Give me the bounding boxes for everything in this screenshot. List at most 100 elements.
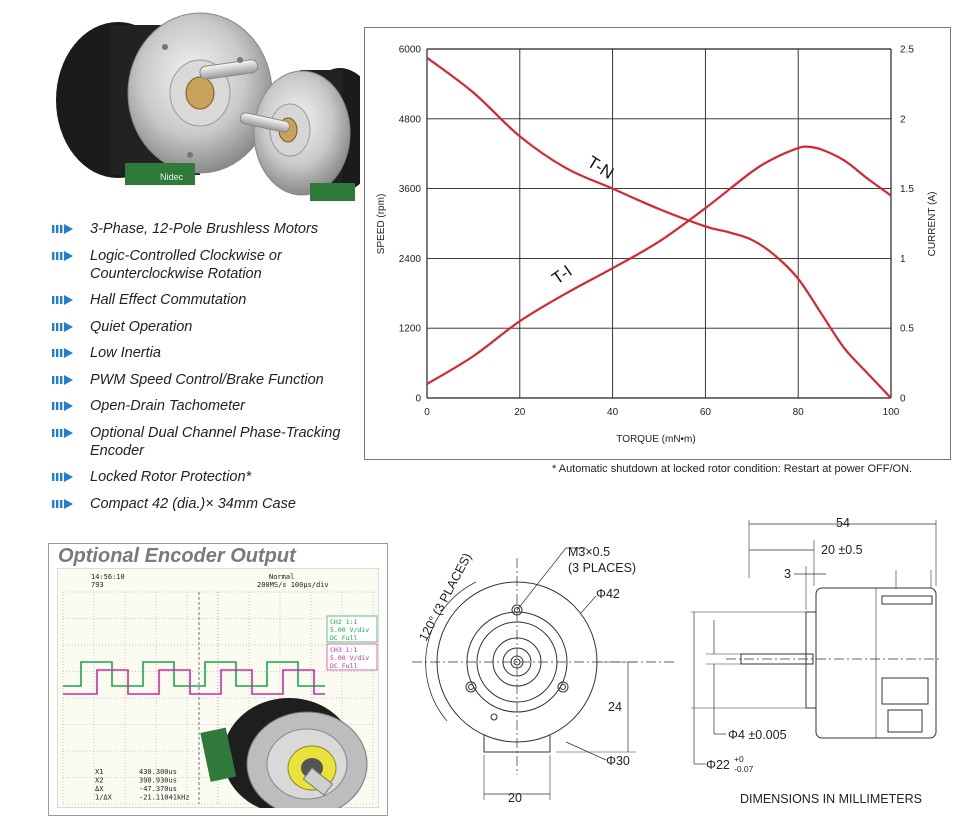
- bullet-arrow-icon: [52, 224, 73, 234]
- height24-label: 24: [608, 700, 622, 714]
- channel-setting-text: 5.00 V/div: [330, 654, 369, 662]
- bullet-arrow-icon: [52, 427, 73, 438]
- ch3-trace: [63, 669, 325, 695]
- feature-text: Quiet Operation: [90, 318, 193, 335]
- y-tick-label: 6000: [399, 45, 422, 56]
- channel-setting-text: 5.00 V/div: [330, 626, 369, 634]
- bullet-arrow-icon: [52, 472, 73, 482]
- feature-item: 3-Phase, 12-Pole Brushless Motors: [52, 220, 352, 238]
- feature-text: Locked Rotor Protection*: [90, 469, 252, 485]
- front-view-drawing: M3×0.5 (3 PLACES) 120° (3 PLACES) Φ42 Φ3…: [412, 545, 676, 805]
- bullet-arrow-icon: [52, 295, 73, 305]
- y2-tick-label: 0: [900, 394, 906, 405]
- bullet-arrow-icon: [52, 401, 73, 411]
- dia22-tol-down: -0.07: [734, 764, 754, 774]
- y-axis-label: SPEED (rpm): [376, 194, 387, 255]
- channel-setting-text: DC Full: [330, 634, 357, 642]
- x-tick-label: 60: [700, 407, 712, 418]
- feature-text: Compact 42 (dia.)× 34mm Case: [90, 495, 296, 512]
- y2-tick-label: 1: [900, 254, 906, 265]
- bullet-arrow-icon: [52, 250, 73, 261]
- dia42-label: Φ42: [596, 587, 620, 601]
- x-tick-label: 40: [607, 407, 619, 418]
- x-tick-label: 0: [424, 407, 430, 418]
- feature-text: Optional Dual Channel Phase-Tracking Enc…: [90, 424, 341, 459]
- y-tick-label: 1200: [399, 324, 422, 335]
- product-photo: Nidec: [56, 12, 360, 201]
- y2-axis-label: CURRENT (A): [927, 192, 938, 257]
- motor-small-image: [239, 68, 360, 201]
- feature-item: PWM Speed Control/Brake Function: [52, 371, 352, 389]
- readout-label: X2: [95, 777, 103, 785]
- series-line-t-i: [426, 145, 892, 385]
- y2-tick-label: 0.5: [900, 324, 914, 335]
- x-tick-label: 80: [793, 407, 805, 418]
- brand-label: Nidec: [160, 172, 184, 182]
- scope-rate: 200MS/s 100µs/div: [257, 581, 329, 589]
- feature-item: Locked Rotor Protection*: [52, 468, 352, 486]
- screw-label: M3×0.5: [568, 545, 610, 559]
- readout-label: ΔX: [95, 785, 104, 793]
- motor-large-image: Nidec: [56, 12, 273, 185]
- footnote: * Automatic shutdown at locked rotor con…: [552, 463, 913, 475]
- encoder-title: Optional Encoder Output: [58, 545, 296, 567]
- channel-setting-text: DC Full: [330, 662, 357, 670]
- bullet-arrow-icon: [52, 321, 73, 332]
- y2-tick-label: 2.5: [900, 45, 914, 56]
- series-line-t-n: [426, 56, 892, 399]
- oscilloscope-screen: 14:56:10 793 Normal 200MS/s 100µs/div CH…: [57, 568, 379, 808]
- y-tick-label: 4800: [399, 114, 422, 125]
- feature-item: Logic-Controlled Clockwise or Counterclo…: [52, 247, 352, 283]
- dimensions-caption: DIMENSIONS IN MILLIMETERS: [740, 792, 922, 806]
- x-axis-label: TORQUE (mN•m): [616, 434, 695, 445]
- scope-time: 14:56:10: [91, 573, 125, 581]
- feature-text: Logic-Controlled Clockwise or Counterclo…: [90, 247, 282, 282]
- feature-item: Hall Effect Commutation: [52, 291, 352, 309]
- feature-item: Compact 42 (dia.)× 34mm Case: [52, 495, 352, 513]
- bullet-arrow-icon: [52, 374, 73, 385]
- feature-item: Low Inertia: [52, 344, 352, 362]
- side-view-drawing: 54 20 ±0.5 3 Φ4 ±0.005 Φ22 +0 -0.07: [691, 516, 941, 774]
- bullet-arrow-icon: [52, 348, 73, 358]
- feature-text: 3-Phase, 12-Pole Brushless Motors: [90, 221, 319, 237]
- scope-mode: Normal: [269, 573, 294, 581]
- scope-traces: [63, 661, 325, 695]
- scope-grid: [62, 591, 374, 805]
- feature-item: Optional Dual Channel Phase-Tracking Enc…: [52, 424, 352, 460]
- readout-value: -47.370us: [139, 785, 177, 793]
- feature-item: Open-Drain Tachometer: [52, 397, 352, 415]
- y-tick-label: 0: [415, 394, 421, 405]
- feature-text: Low Inertia: [90, 345, 161, 361]
- dia30-label: Φ30: [606, 754, 630, 768]
- scope-count: 793: [91, 581, 104, 589]
- readout-label: X1: [95, 768, 103, 776]
- length20-label: 20 ±0.5: [821, 543, 863, 557]
- width20-label: 20: [508, 791, 522, 805]
- dia22-tol-up: +0: [734, 754, 744, 764]
- y2-tick-label: 1.5: [900, 184, 914, 195]
- series-label: T-I: [548, 261, 575, 288]
- dia4-label: Φ4 ±0.005: [728, 728, 787, 742]
- feature-item: Quiet Operation: [52, 318, 352, 336]
- channel-setting-text: CH3 1:1: [330, 646, 357, 654]
- encoder-image: [200, 698, 368, 808]
- y-tick-label: 2400: [399, 254, 422, 265]
- feature-text: Hall Effect Commutation: [90, 292, 247, 308]
- readout-value: 390.930us: [139, 777, 177, 785]
- readout-value: 430.300us: [139, 768, 177, 776]
- readout-label: 1/ΔX: [95, 794, 113, 802]
- x-tick-label: 20: [514, 407, 526, 418]
- chart-grid: [426, 48, 892, 399]
- channel-setting-text: CH2 1:1: [330, 618, 357, 626]
- x-tick-label: 100: [883, 407, 900, 418]
- dia22-label: Φ22: [706, 758, 730, 772]
- feature-text: Open-Drain Tachometer: [90, 398, 246, 414]
- length54-label: 54: [836, 516, 850, 530]
- angle-label: 120° (3 PLACES): [416, 551, 474, 644]
- y-tick-label: 3600: [399, 184, 422, 195]
- length3-label: 3: [784, 567, 791, 581]
